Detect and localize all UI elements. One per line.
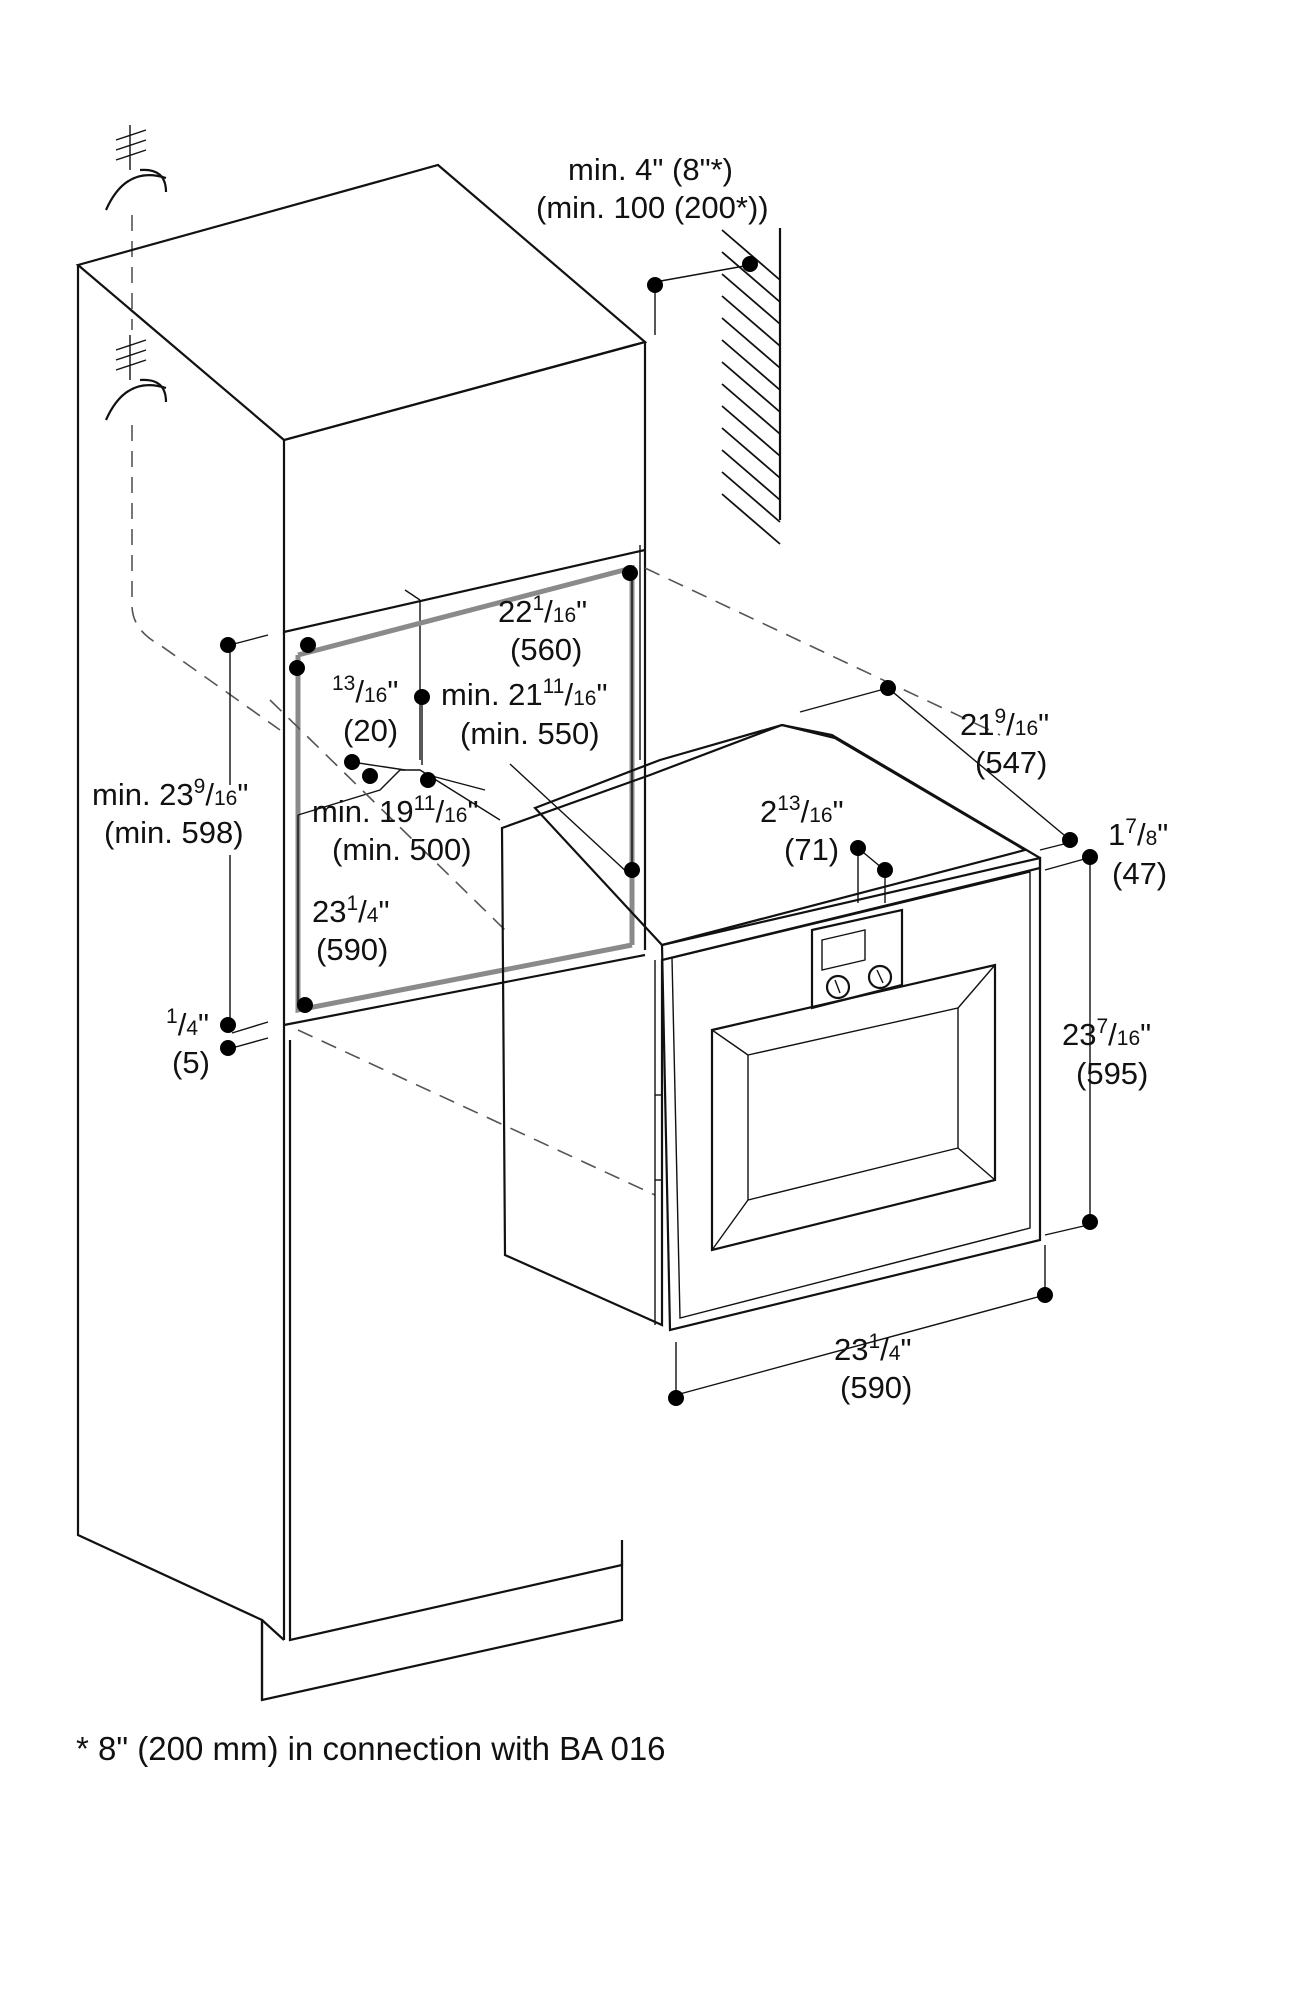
ventilation-path-dashed: [131, 215, 281, 731]
hatch-line: [721, 471, 781, 523]
niche-height-label: min. 239/16" (min. 598): [92, 775, 248, 850]
svg-text:(5): (5): [172, 1045, 210, 1080]
niche-depth-min-label: min. 2111/16" (min. 550): [441, 675, 607, 751]
niche-width-label: 231/4" (590): [312, 892, 390, 967]
hatch-line: [721, 449, 781, 501]
niche-floor-depth-label: min. 1911/16" (min. 500): [312, 792, 478, 867]
svg-text:(min. 550): (min. 550): [460, 716, 600, 751]
svg-text:13/16": 13/16": [332, 672, 398, 709]
svg-text:(min. 500): (min. 500): [332, 832, 472, 867]
hatch-line: [721, 339, 781, 391]
hatch-line: [721, 295, 781, 347]
svg-text:min. 239/16": min. 239/16": [92, 775, 248, 812]
svg-text:(47): (47): [1112, 856, 1167, 891]
clearance-top-line2: (min. 100 (200*)): [536, 190, 769, 225]
svg-text:(547): (547): [975, 745, 1047, 780]
svg-text:17/8": 17/8": [1108, 815, 1168, 852]
svg-text:(590): (590): [840, 1370, 912, 1405]
svg-text:237/16": 237/16": [1062, 1015, 1151, 1052]
hatch-line: [721, 251, 781, 303]
wall-hatch-lines: [721, 229, 781, 545]
svg-text:(560): (560): [510, 632, 582, 667]
clearance-top-line1: min. 4" (8"*): [568, 152, 733, 187]
svg-text:231/4": 231/4": [834, 1330, 912, 1367]
svg-text:min. 1911/16": min. 1911/16": [312, 792, 478, 829]
dimension-dots: [220, 256, 1098, 1406]
niche-depth-label: 221/16" (560): [498, 592, 587, 667]
svg-text:(min. 598): (min. 598): [104, 815, 244, 850]
hatch-line: [721, 273, 781, 325]
svg-text:(20): (20): [343, 713, 398, 748]
hatch-line: [721, 317, 781, 369]
oven-depth-label: 219/16" (547): [960, 705, 1049, 780]
hatch-line: [721, 383, 781, 435]
svg-text:231/4": 231/4": [312, 892, 390, 929]
hatch-line: [721, 405, 781, 457]
tall-cabinet: [75, 163, 648, 1702]
hatch-line: [721, 493, 781, 545]
svg-text:(71): (71): [784, 832, 839, 867]
svg-text:213/16": 213/16": [760, 792, 844, 829]
svg-text:(590): (590): [316, 932, 388, 967]
panel-offset-label: 13/16" (20): [332, 672, 398, 748]
base-gap-label: 1/4" (5): [166, 1005, 210, 1080]
hatch-line: [721, 361, 781, 413]
oven: [500, 723, 1042, 1332]
front-thickness-label: 17/8" (47): [1108, 815, 1168, 891]
footnote: * 8" (200 mm) in connection with BA 016: [76, 1730, 666, 1767]
ventilation-symbol-upper: [104, 125, 168, 211]
hatch-line: [721, 229, 781, 281]
svg-text:(595): (595): [1076, 1056, 1148, 1091]
panel-height-label: 213/16" (71): [760, 792, 844, 867]
hatch-line: [721, 427, 781, 479]
ventilation-symbol-lower: [104, 335, 168, 421]
svg-text:221/16": 221/16": [498, 592, 587, 629]
oven-height-label: 237/16" (595): [1062, 1015, 1151, 1091]
oven-width-label: 231/4" (590): [834, 1330, 912, 1405]
svg-text:min. 2111/16": min. 2111/16": [441, 675, 607, 712]
svg-text:219/16": 219/16": [960, 705, 1049, 742]
niche-interior: [269, 567, 1001, 1196]
svg-text:1/4": 1/4": [166, 1005, 209, 1042]
